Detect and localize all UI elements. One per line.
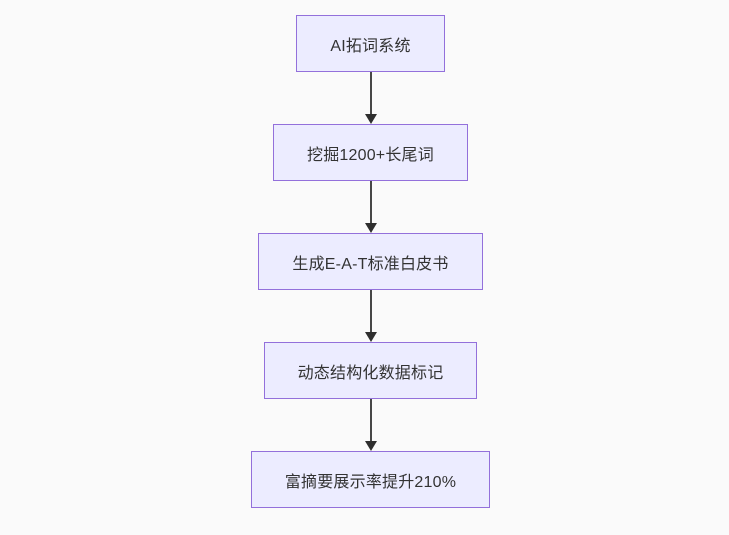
flow-node-eat-whitepaper: 生成E-A-T标准白皮书 [258,233,483,290]
flow-node-longtail-mining: 挖掘1200+长尾词 [273,124,468,181]
arrow-line [369,181,372,224]
flow-arrow-1 [364,72,377,124]
flow-node-label: 挖掘1200+长尾词 [307,146,434,164]
flow-node-rich-snippet-result: 富摘要展示率提升210% [250,451,491,508]
arrow-down-icon [364,441,377,451]
flow-node-label: 富摘要展示率提升210% [284,473,457,491]
flow-arrow-3 [364,290,377,342]
flow-node-label: 生成E-A-T标准白皮书 [292,255,449,273]
arrow-line [369,72,372,115]
flow-node-label: 动态结构化数据标记 [297,364,444,382]
flow-arrow-4 [364,399,377,451]
arrow-line [369,290,372,333]
arrow-down-icon [364,223,377,233]
arrow-down-icon [364,332,377,342]
arrow-down-icon [364,114,377,124]
flow-node-ai-word-system: AI拓词系统 [296,15,445,72]
flow-node-label: AI拓词系统 [330,37,411,55]
flow-node-structured-data: 动态结构化数据标记 [263,342,478,399]
flow-arrow-2 [364,181,377,233]
flowchart: AI拓词系统 挖掘1200+长尾词 生成E-A-T标准白皮书 动态结构化数据标记 [6,15,729,508]
arrow-line [369,399,372,442]
